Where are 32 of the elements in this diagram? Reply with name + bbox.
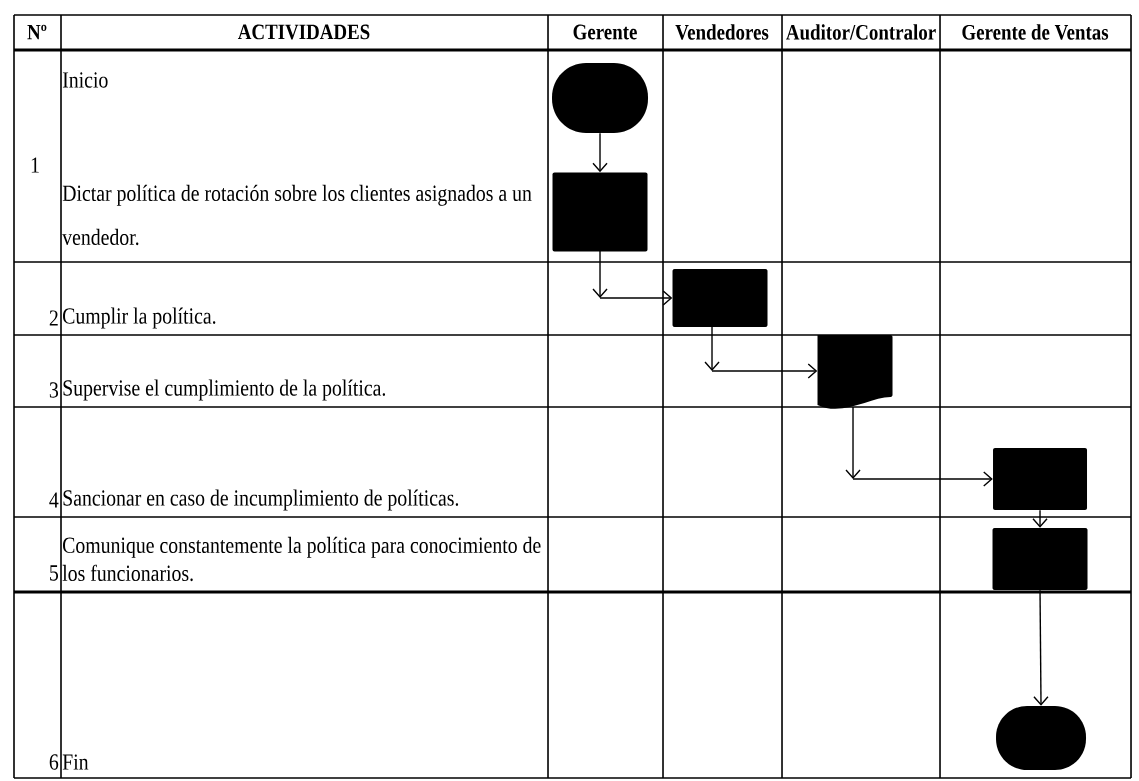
- activity-text: Sancionar en caso de incumplimiento de políticas.: [63, 489, 459, 511]
- row-number: 4: [49, 492, 59, 508]
- terminal-shape: [996, 706, 1086, 770]
- row-number: 1: [31, 157, 39, 173]
- arrow: [592, 132, 608, 173]
- process-box: [552, 172, 648, 252]
- column-header: Auditor/Contralor: [786, 24, 936, 40]
- process-box: [672, 269, 768, 327]
- activity-text: Inicio: [62, 72, 108, 88]
- arrow: [1033, 589, 1049, 706]
- column-header: ACTIVIDADES: [237, 24, 370, 40]
- row-number: 3: [49, 382, 58, 398]
- activity-text: Comunique constantemente la política para conocimiento de los funcionarios.: [62, 536, 541, 582]
- column-header: Gerente: [573, 24, 637, 40]
- arrow: [704, 326, 818, 379]
- row-number: 6: [49, 754, 59, 770]
- row-number: 2: [49, 310, 58, 326]
- activity-text: Dictar política de rotación sobre los clientes asignados a un vendedor.: [62, 184, 532, 246]
- document-shape: [817, 335, 893, 409]
- row-number: 5: [50, 565, 58, 581]
- arrow: [1032, 509, 1048, 528]
- process-box: [992, 528, 1088, 590]
- activity-text: Supervise el cumplimiento de la política.: [63, 379, 386, 401]
- terminal-shape: [552, 63, 648, 133]
- arrow: [845, 406, 993, 487]
- process-box: [993, 448, 1087, 510]
- column-header: Gerente de Ventas: [962, 24, 1109, 40]
- activity-text: Fin: [62, 754, 89, 770]
- column-header: Nº: [27, 24, 47, 40]
- activity-text: Cumplir la política.: [63, 307, 216, 329]
- arrow: [592, 250, 673, 306]
- column-header: Vendedores: [675, 24, 769, 40]
